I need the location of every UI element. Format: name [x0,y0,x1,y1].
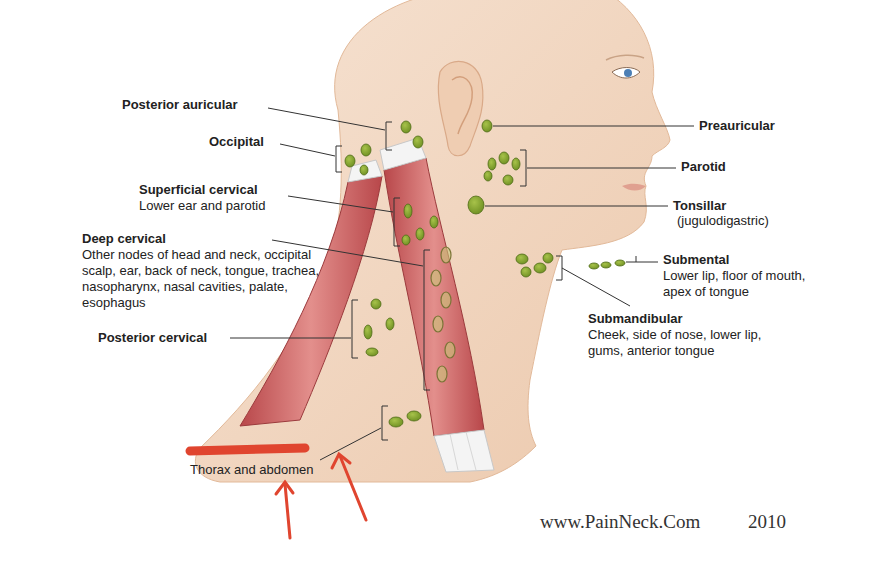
drainage-note: Cheek, side of nose, lower lip, gums, an… [588,327,784,359]
group-heading: Parotid [681,159,726,175]
watermark: www.PainNeck.Com [540,511,700,533]
group-heading: Posterior cervical [98,330,207,346]
group-heading: Preauricular [699,118,775,134]
drainage-note: Other nodes of head and neck, occipital … [82,247,320,311]
group-heading: Occipital [209,134,264,150]
group-heading: Tonsillar [673,198,726,214]
watermark: 2010 [748,511,786,533]
drainage-note: Lower ear and parotid [139,198,265,214]
drainage-note: Thorax and abdomen [190,462,314,478]
group-heading: Submandibular [588,311,683,327]
group-heading: Posterior auricular [122,97,238,113]
group-heading: Superficial cervical [139,182,258,198]
group-heading: Deep cervical [82,231,166,247]
group-heading: Submental [663,252,729,268]
drainage-note: Lower lip, floor of mouth, apex of tongu… [663,268,831,300]
drainage-note: (jugulodigastric) [677,213,769,229]
